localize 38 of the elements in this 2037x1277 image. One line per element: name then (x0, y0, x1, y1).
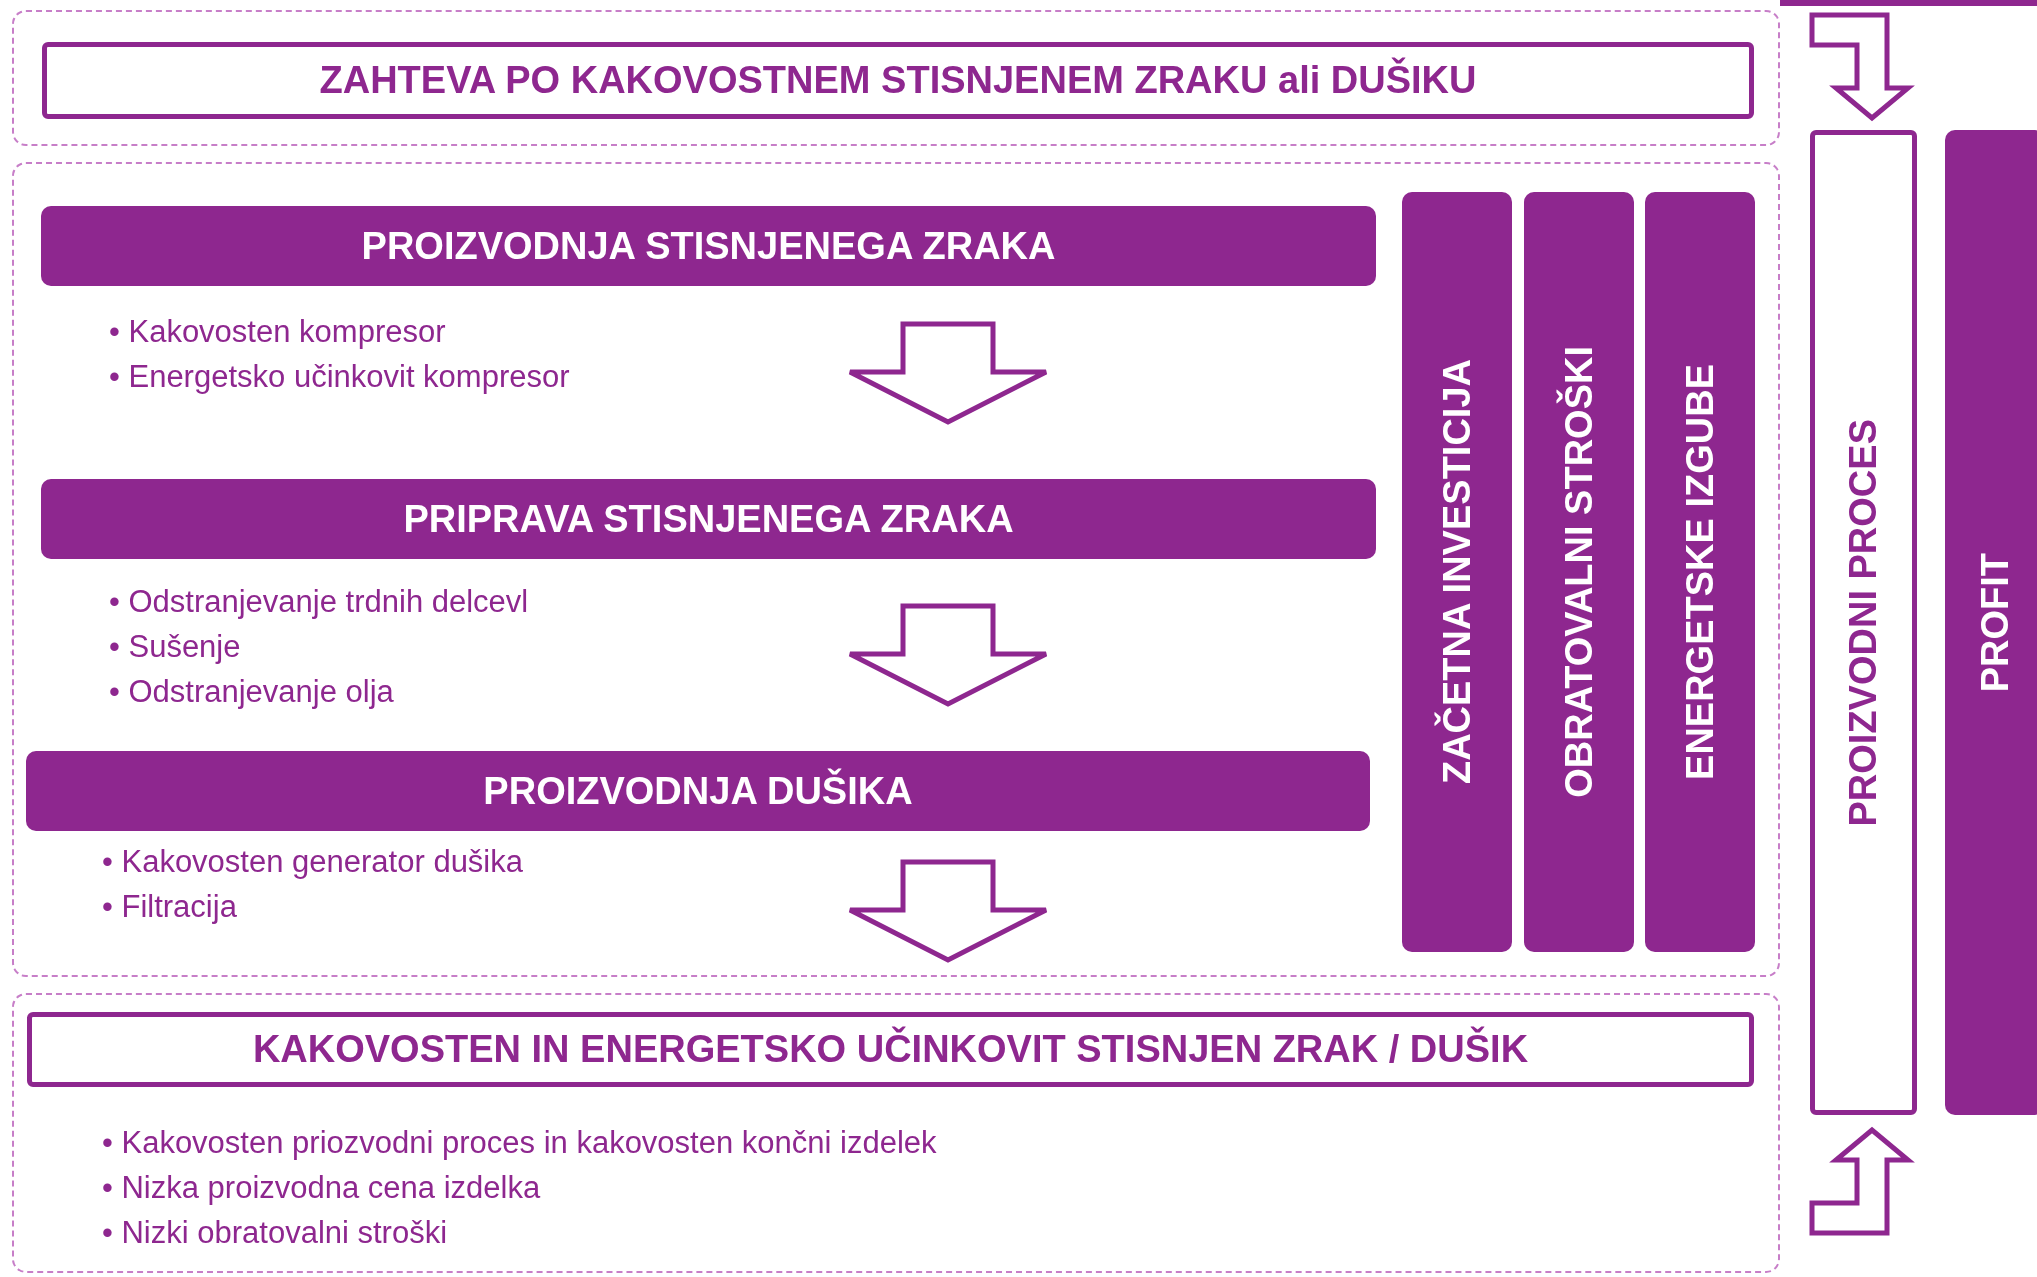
heading-text: ZAČETNA INVESTICIJA (1435, 359, 1479, 785)
bullet-item: • Energetsko učinkovit kompresor (109, 358, 570, 396)
block-arrow (847, 321, 1049, 425)
heading-text: PRIPRAVA STISNJENEGA ZRAKA (403, 497, 1014, 541)
bullet-item: • Nizki obratovalni stroški (102, 1214, 449, 1252)
result-box (27, 1012, 1754, 1087)
heading-text: ENERGETSKE IZGUBE (1678, 364, 1722, 780)
heading-text: PROIZVODNI PROCES (1842, 418, 1885, 827)
heading-text: OBRATOVALNI STROŠKI (1557, 346, 1601, 798)
bullet-item: • Kakovosten priozvodni proces in kakovosten končni izdelek (102, 1124, 937, 1162)
block-arrow (1809, 1126, 1915, 1236)
bullet-item: • Nizka proizvodna cena izdelka (102, 1169, 542, 1207)
block-arrow (847, 859, 1049, 963)
bullet-item: • Filtracija (102, 888, 238, 926)
heading-text: KAKOVOSTEN IN ENERGETSKO UČINKOVIT STISNJEN ZRAK / DUŠIK (252, 1028, 1529, 1071)
cost-column (1402, 192, 1512, 952)
profit-column (1945, 130, 2037, 1115)
heading-text: ZAHTEVA PO KAKOVOSTNEM STISNJENEM ZRAKU ali DUŠIKU (319, 59, 1477, 102)
bullet-item: • Odstranjevanje trdnih delcevl (109, 583, 529, 621)
dashed-group-frame (12, 162, 1780, 977)
heading-text: PROIZVODNJA DUŠIKA (483, 769, 913, 813)
requirement-box (42, 42, 1754, 119)
heading-text: PROFIT (1973, 552, 2017, 693)
cost-column (1645, 192, 1755, 952)
block-arrow (1809, 12, 1915, 122)
block-arrow (847, 603, 1049, 707)
stage-bar (26, 751, 1370, 831)
stage-bar (41, 479, 1376, 559)
bullet-item: • Kakovosten kompresor (109, 313, 447, 351)
dashed-group-frame (12, 993, 1780, 1273)
bullet-item: • Kakovosten generator dušika (102, 843, 523, 881)
stage-bar (41, 206, 1376, 286)
bullet-item: • Odstranjevanje olja (109, 673, 395, 711)
heading-text: PROIZVODNJA STISNJENEGA ZRAKA (361, 224, 1056, 268)
process-column (1810, 130, 1917, 1115)
bullet-item: • Sušenje (109, 628, 242, 666)
dashed-group-frame (12, 10, 1780, 146)
cost-column (1524, 192, 1634, 952)
